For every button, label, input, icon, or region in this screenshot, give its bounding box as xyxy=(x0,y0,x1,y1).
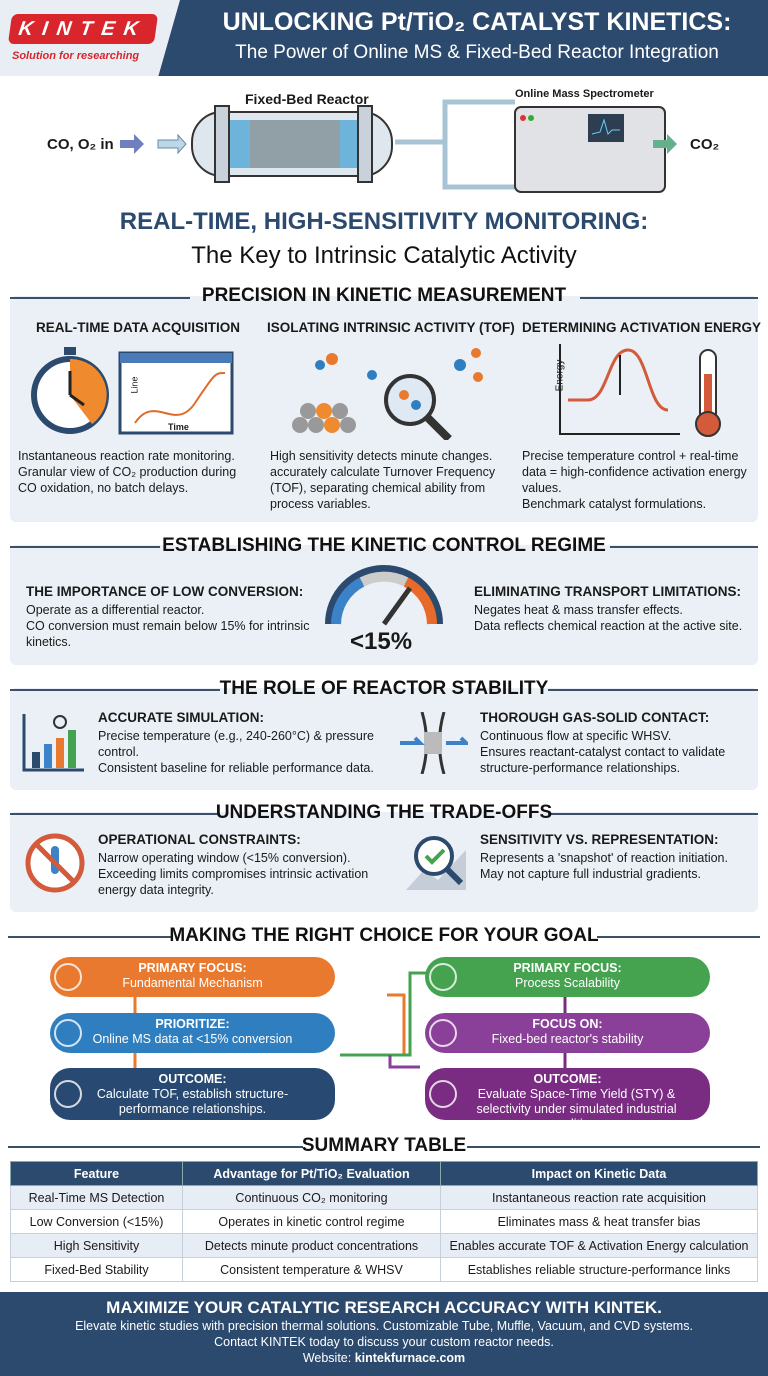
gauge-icon xyxy=(325,565,443,626)
activation-energy-icon xyxy=(559,344,721,437)
left-heading: ACCURATE SIMULATION: xyxy=(98,710,264,725)
goal-card-outcome-left: OUTCOME:Calculate TOF, establish structu… xyxy=(50,1068,335,1120)
flow-connectors xyxy=(133,971,567,1069)
right-text: Negates heat & mass transfer effects.Dat… xyxy=(474,603,743,633)
growth-chart-icon xyxy=(429,1080,457,1108)
stopwatch-chart-icon xyxy=(31,347,234,435)
left-heading: OPERATIONAL CONSTRAINTS: xyxy=(98,832,301,847)
left-text: Operate as a differential reactor.CO con… xyxy=(26,603,310,649)
footer-banner: MAXIMIZE YOUR CATALYTIC RESEARCH ACCURAC… xyxy=(0,1292,768,1376)
subheadline: The Key to Intrinsic Catalytic Activity xyxy=(191,242,577,269)
column-heading: REAL-TIME DATA ACQUISITION xyxy=(36,320,240,335)
reactor-icon xyxy=(429,1019,457,1047)
section-title: SUMMARY TABLE xyxy=(301,1135,467,1156)
regime-panel xyxy=(10,545,758,665)
header-banner: KINTEK Solution for researching UNLOCKIN… xyxy=(0,0,768,76)
gas-flow-icon xyxy=(400,712,468,774)
magnifier-icon xyxy=(54,1019,82,1047)
outlet-label: CO₂ xyxy=(690,136,720,153)
inlet-arrow-icon xyxy=(120,134,144,154)
left-text: Narrow operating window (<15% conversion… xyxy=(98,851,369,897)
network-icon xyxy=(429,963,457,991)
goal-card-primary-scalability: PRIMARY FOCUS:Process Scalability xyxy=(425,957,710,997)
goal-card-outcome-right: OUTCOME:Evaluate Space-Time Yield (STY) … xyxy=(425,1068,710,1131)
page-title: UNLOCKING Pt/TiO₂ CATALYST KINETICS: xyxy=(222,8,732,36)
left-text: Precise temperature (e.g., 240-260°C) & … xyxy=(98,729,374,775)
right-heading: THOROUGH GAS-SOLID CONTACT: xyxy=(480,710,710,725)
table-row: Low Conversion (<15%)Operates in kinetic… xyxy=(10,1209,758,1234)
stability-panel xyxy=(10,688,758,790)
ms-label: Online Mass Spectrometer xyxy=(515,88,654,100)
column-heading: DETERMINING ACTIVATION ENERGY xyxy=(522,320,762,335)
footer-line: Elevate kinetic studies with precision t… xyxy=(75,1319,693,1333)
kintek-logo: KINTEK xyxy=(7,14,159,44)
goal-card-prioritize: PRIORITIZE:Online MS data at <15% conver… xyxy=(50,1013,335,1053)
section-title: MAKING THE RIGHT CHOICE FOR YOUR GOAL xyxy=(169,925,599,946)
column-heading: ISOLATING INTRINSIC ACTIVITY (TOF) xyxy=(267,320,515,335)
reactor-diagram xyxy=(120,99,677,193)
inlet-label: CO, O₂ in xyxy=(47,136,114,153)
outlet-arrow-icon xyxy=(653,134,677,154)
no-temperature-icon xyxy=(25,833,85,893)
footer-line: Contact KINTEK today to discuss your cus… xyxy=(214,1335,554,1349)
axis-label-y: Energy xyxy=(554,359,566,392)
column-text: Precise temperature control + real-time … xyxy=(522,449,747,511)
bar-chart-gear-icon xyxy=(22,714,84,772)
gauge-value: <15% xyxy=(350,628,413,655)
section-title: THE ROLE OF REACTOR STABILITY xyxy=(219,678,549,699)
section-title: PRECISION IN KINETIC MEASUREMENT xyxy=(201,285,567,306)
goal-card-primary-mechanism: PRIMARY FOCUS:Fundamental Mechanism xyxy=(50,957,335,997)
axis-label-y: Line xyxy=(129,376,140,394)
section-title: ESTABLISHING THE KINETIC CONTROL REGIME xyxy=(162,535,606,556)
headline: REAL-TIME, HIGH-SENSITIVITY MONITORING: xyxy=(119,208,649,235)
catalyst-magnifier-icon xyxy=(292,348,483,440)
footer-title: MAXIMIZE YOUR CATALYTIC RESEARCH ACCURAC… xyxy=(106,1298,662,1317)
logo-tagline: Solution for researching xyxy=(12,50,140,62)
reactor-label: Fixed-Bed Reactor xyxy=(245,91,369,107)
magnifier-check-icon xyxy=(406,836,466,890)
axis-label-x: Time xyxy=(168,422,189,432)
column-text: Instantaneous reaction rate monitoring.G… xyxy=(18,449,237,495)
tradeoffs-panel xyxy=(10,812,758,912)
section-title: UNDERSTANDING THE TRADE-OFFS xyxy=(215,802,553,823)
right-text: Represents a 'snapshot' of reaction init… xyxy=(480,851,728,881)
hand-gear-icon xyxy=(54,1080,82,1108)
column-text: High sensitivity detects minute changes.… xyxy=(270,449,496,511)
right-text: Continuous flow at specific WHSV.Ensures… xyxy=(480,729,726,775)
target-icon xyxy=(54,963,82,991)
right-heading: ELIMINATING TRANSPORT LIMITATIONS: xyxy=(474,584,741,599)
mass-spectrometer-icon xyxy=(514,106,666,193)
goal-card-focus-on: FOCUS ON:Fixed-bed reactor's stability xyxy=(425,1013,710,1053)
left-heading: THE IMPORTANCE OF LOW CONVERSION: xyxy=(26,584,304,599)
page-subtitle: The Power of Online MS & Fixed-Bed React… xyxy=(235,42,719,63)
website-link[interactable]: kintekfurnace.com xyxy=(354,1351,466,1365)
right-heading: SENSITIVITY VS. REPRESENTATION: xyxy=(480,832,719,847)
